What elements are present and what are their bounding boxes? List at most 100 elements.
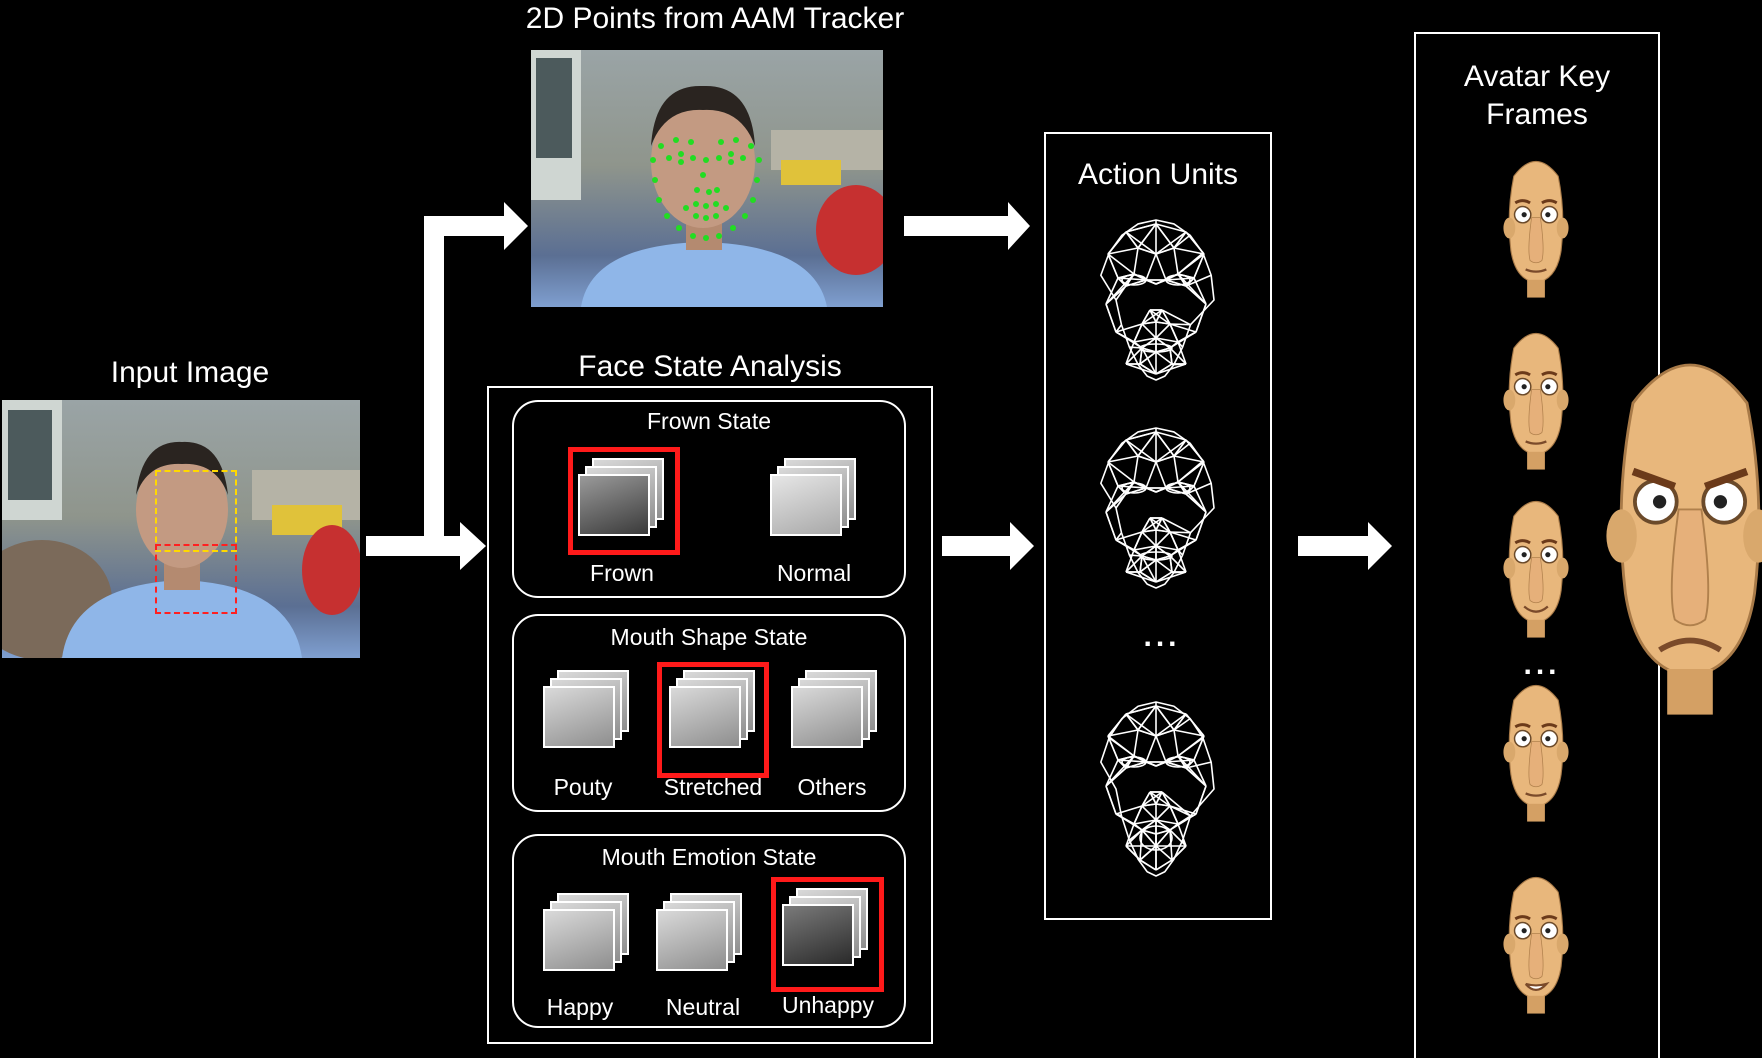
mesh-edge [1137, 223, 1157, 249]
mesh-edge [1141, 347, 1157, 375]
fsa-panel [487, 386, 933, 1044]
mesh-edge [1145, 253, 1157, 281]
mesh-edge [1125, 713, 1139, 731]
mesh-edge [1177, 481, 1207, 513]
tracker-photo [531, 50, 883, 307]
frown-image-stack [578, 458, 664, 538]
landmark-point [693, 201, 699, 207]
mesh-edge [1141, 803, 1157, 807]
mesh-edge [1141, 829, 1157, 847]
mesh-edge [1125, 439, 1139, 457]
emotion-selected-frame [771, 877, 884, 992]
landmark-point [678, 159, 684, 165]
mesh-edge [1141, 309, 1163, 325]
landmark-point [656, 197, 662, 203]
mouth-shape-box [512, 614, 906, 812]
mesh-edge [1105, 759, 1119, 787]
normal-image-stack [770, 458, 856, 538]
mesh-edge [1173, 717, 1191, 731]
mesh-edge [1125, 555, 1143, 573]
mesh-edge [1125, 363, 1157, 375]
mesh-edge [1169, 323, 1179, 343]
mesh-edge [1115, 273, 1135, 301]
mesh-edge [1171, 845, 1187, 861]
avatar-head [1503, 685, 1569, 822]
mesh-edge [1149, 791, 1171, 807]
neutral-image-stack [656, 893, 742, 973]
mesh-edge [1155, 571, 1173, 583]
action-units-title: Action Units [1077, 158, 1239, 191]
mesh-edge [1125, 549, 1135, 573]
fsa-title: Face State Analysis [578, 350, 842, 383]
mesh-edge [1141, 555, 1157, 583]
face-mesh-1 [1100, 219, 1215, 381]
mesh-edge [1107, 735, 1110, 739]
mesh-edge [1173, 729, 1179, 757]
mesh-edge [1155, 859, 1173, 871]
action-units-ellipsis: ... [1143, 620, 1181, 653]
mesh-edge [1169, 829, 1173, 861]
landmark-point [658, 143, 664, 149]
mesh-edge [1193, 735, 1205, 761]
mesh-edge [1185, 761, 1212, 769]
mesh-edge [1173, 442, 1191, 457]
mesh-edge [1155, 323, 1171, 339]
input-photo [2, 400, 360, 658]
mesh-edge [1195, 303, 1207, 333]
mesh-edge [1155, 337, 1171, 349]
mesh-edge [1177, 341, 1187, 365]
mesh-edge [1185, 482, 1212, 495]
landmark-point [694, 187, 700, 193]
mesh-edge [1133, 247, 1139, 275]
landmark-point [716, 155, 722, 161]
happy-image-stack [543, 893, 629, 973]
mesh-edge [1169, 531, 1179, 551]
mesh-edge [1107, 461, 1135, 483]
mesh-edge [1181, 839, 1187, 847]
avatar-head [1503, 161, 1569, 298]
mesh-edge [1137, 247, 1157, 255]
mesh-edge [1155, 791, 1163, 805]
mesh-edge [1155, 337, 1179, 343]
mesh-edge [1155, 431, 1187, 441]
landmark-point [716, 233, 722, 239]
others-image-stack [791, 670, 877, 750]
mesh-edge [1141, 805, 1157, 821]
mesh-edge [1155, 735, 1167, 763]
mesh-edge [1177, 341, 1184, 348]
mesh-edge [1145, 461, 1157, 489]
mesh-edge [1139, 859, 1157, 871]
mesh-edge [1141, 323, 1157, 339]
mesh-edge [1137, 705, 1157, 731]
mesh-edge [1139, 363, 1157, 375]
mesh-edge [1125, 223, 1157, 233]
mesh-edge [1128, 829, 1143, 841]
avatar-frames [1503, 161, 1569, 1014]
mesh-edge [1169, 347, 1187, 365]
mesh-edge [1173, 455, 1179, 483]
mesh-edge [1177, 815, 1191, 825]
avatar-title-line2: Frames [1486, 98, 1588, 131]
arrow-tracker-to-au-head [1008, 202, 1030, 250]
mesh-edge [1133, 805, 1143, 825]
mouth-emotion-box [512, 834, 906, 1028]
mesh-edge [1161, 517, 1191, 534]
landmark-point [664, 213, 670, 219]
mesh-outline [1100, 219, 1215, 381]
landmark-point [714, 187, 720, 193]
mesh-edge [1107, 253, 1119, 279]
mesh-edge [1105, 481, 1135, 513]
mesh-edge [1177, 737, 1204, 757]
landmark-point [750, 197, 756, 203]
mesh-edge [1105, 485, 1119, 513]
tracker-title: 2D Points from AAM Tracker [525, 2, 905, 35]
mesh-edge [1155, 545, 1171, 557]
mesh-edge [1155, 705, 1187, 715]
mesh-edge [1115, 813, 1122, 817]
mesh-edge [1115, 532, 1123, 541]
mesh-edge [1107, 247, 1139, 255]
mesh-edge [1141, 517, 1163, 533]
avatar-head [1503, 877, 1569, 1014]
mesh-edge [1125, 231, 1139, 249]
landmark-point [730, 225, 736, 231]
